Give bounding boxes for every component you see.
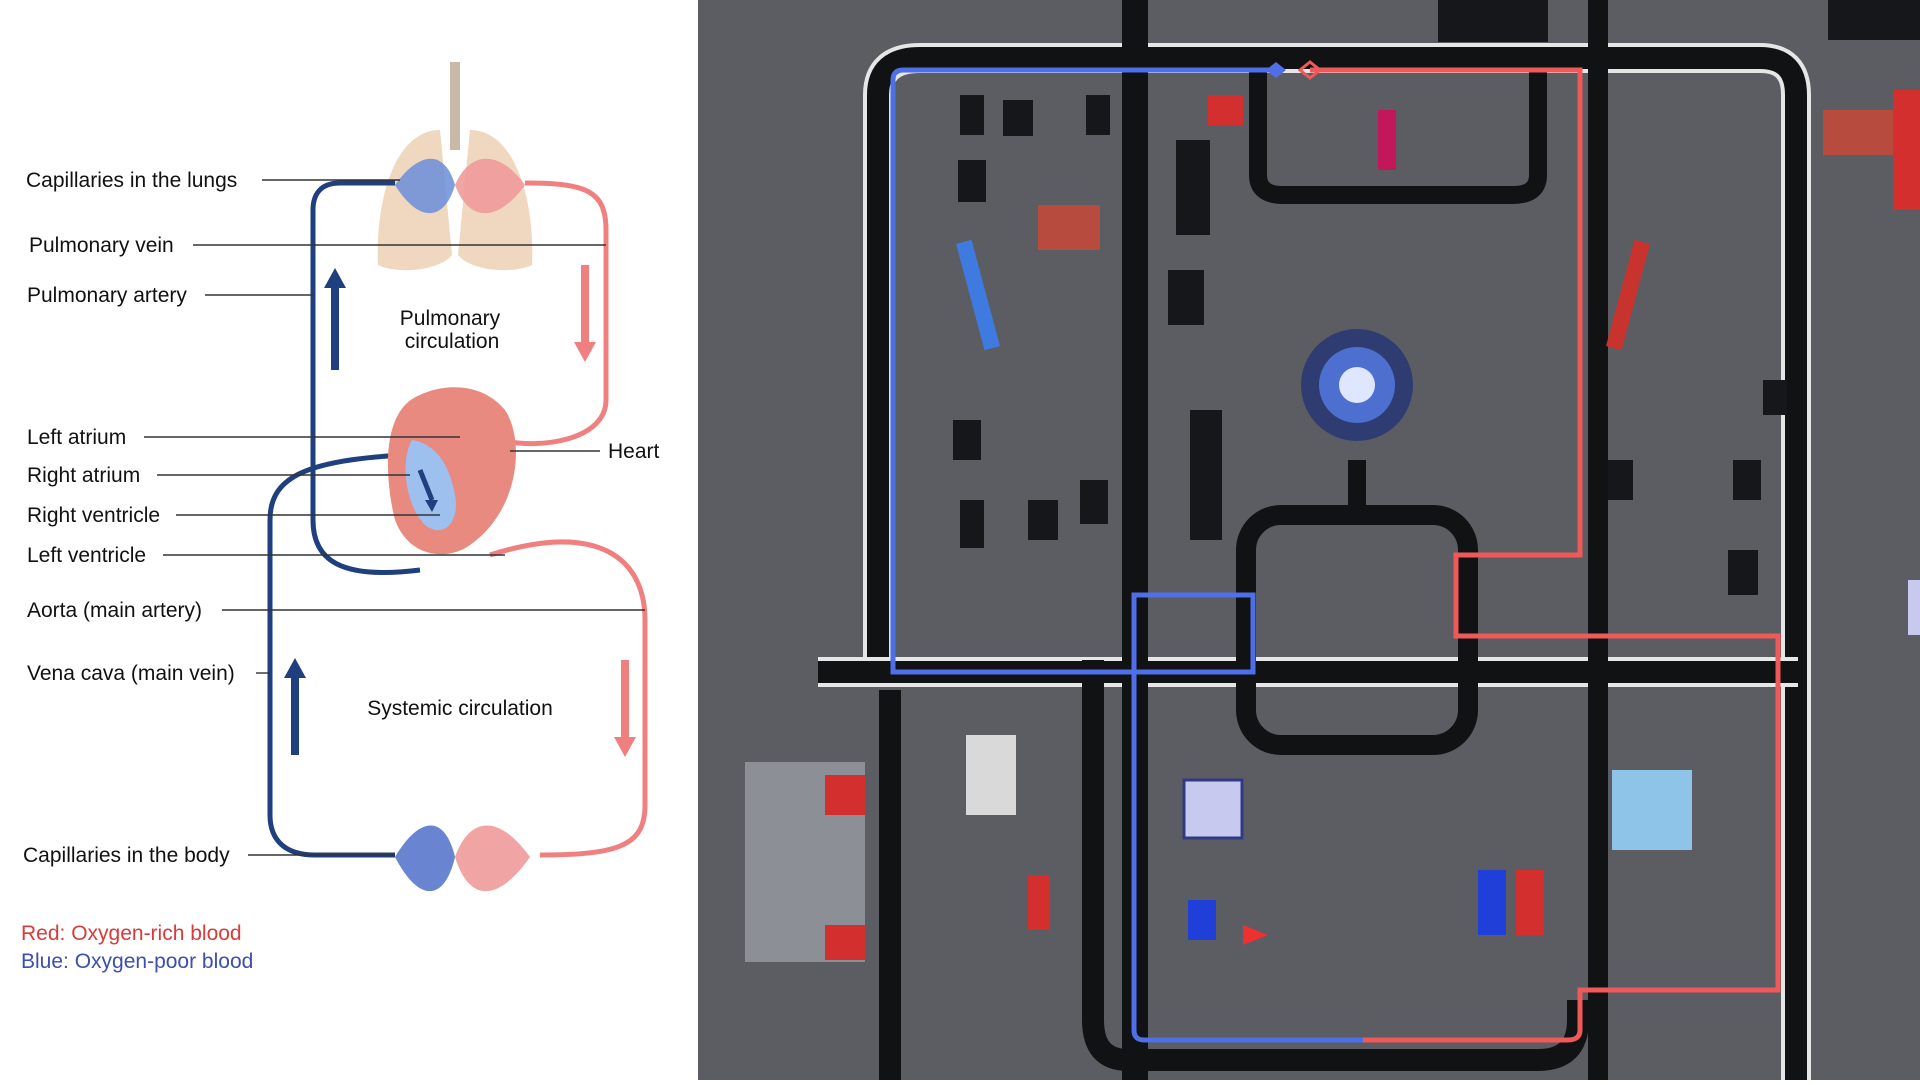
label-vena-cava: Vena cava (main vein) — [27, 662, 235, 685]
label-pulmonary-artery: Pulmonary artery — [27, 284, 187, 307]
label-right-ventricle: Right ventricle — [27, 504, 160, 527]
legend-red: Red: Oxygen-rich blood — [21, 922, 242, 945]
label-left-atrium: Left atrium — [27, 426, 126, 449]
lung-capillaries — [395, 159, 525, 213]
label-right-atrium: Right atrium — [27, 464, 140, 487]
lungs-illustration — [378, 62, 533, 270]
systemic-down-arrow-icon — [614, 660, 636, 757]
label-heart: Heart — [608, 440, 660, 463]
label-left-ventricle: Left ventricle — [27, 544, 146, 567]
circulation-diagram: Capillaries in the lungs Pulmonary vein … — [0, 0, 698, 1080]
label-aorta: Aorta (main artery) — [27, 599, 202, 622]
label-capillaries-body: Capillaries in the body — [23, 844, 230, 867]
systemic-up-arrow-icon — [284, 658, 306, 755]
pulmonary-down-arrow-icon — [574, 265, 596, 362]
label-capillaries-lungs: Capillaries in the lungs — [26, 169, 237, 192]
city-map-panel — [698, 0, 1920, 1080]
heart-illustration — [388, 387, 516, 554]
label-pulmonary-vein: Pulmonary vein — [29, 234, 174, 257]
label-pulmonary-circulation-line2: circulation — [405, 330, 500, 353]
label-systemic-circulation: Systemic circulation — [367, 697, 553, 720]
body-capillaries — [395, 826, 530, 892]
city-map — [698, 0, 1920, 1080]
label-pulmonary-circulation-line1: Pulmonary — [400, 307, 501, 330]
pulmonary-up-arrow-icon — [324, 268, 346, 370]
circulation-diagram-panel: Capillaries in the lungs Pulmonary vein … — [0, 0, 698, 1080]
legend-blue: Blue: Oxygen-poor blood — [21, 950, 253, 973]
central-roundabout — [1301, 329, 1413, 441]
